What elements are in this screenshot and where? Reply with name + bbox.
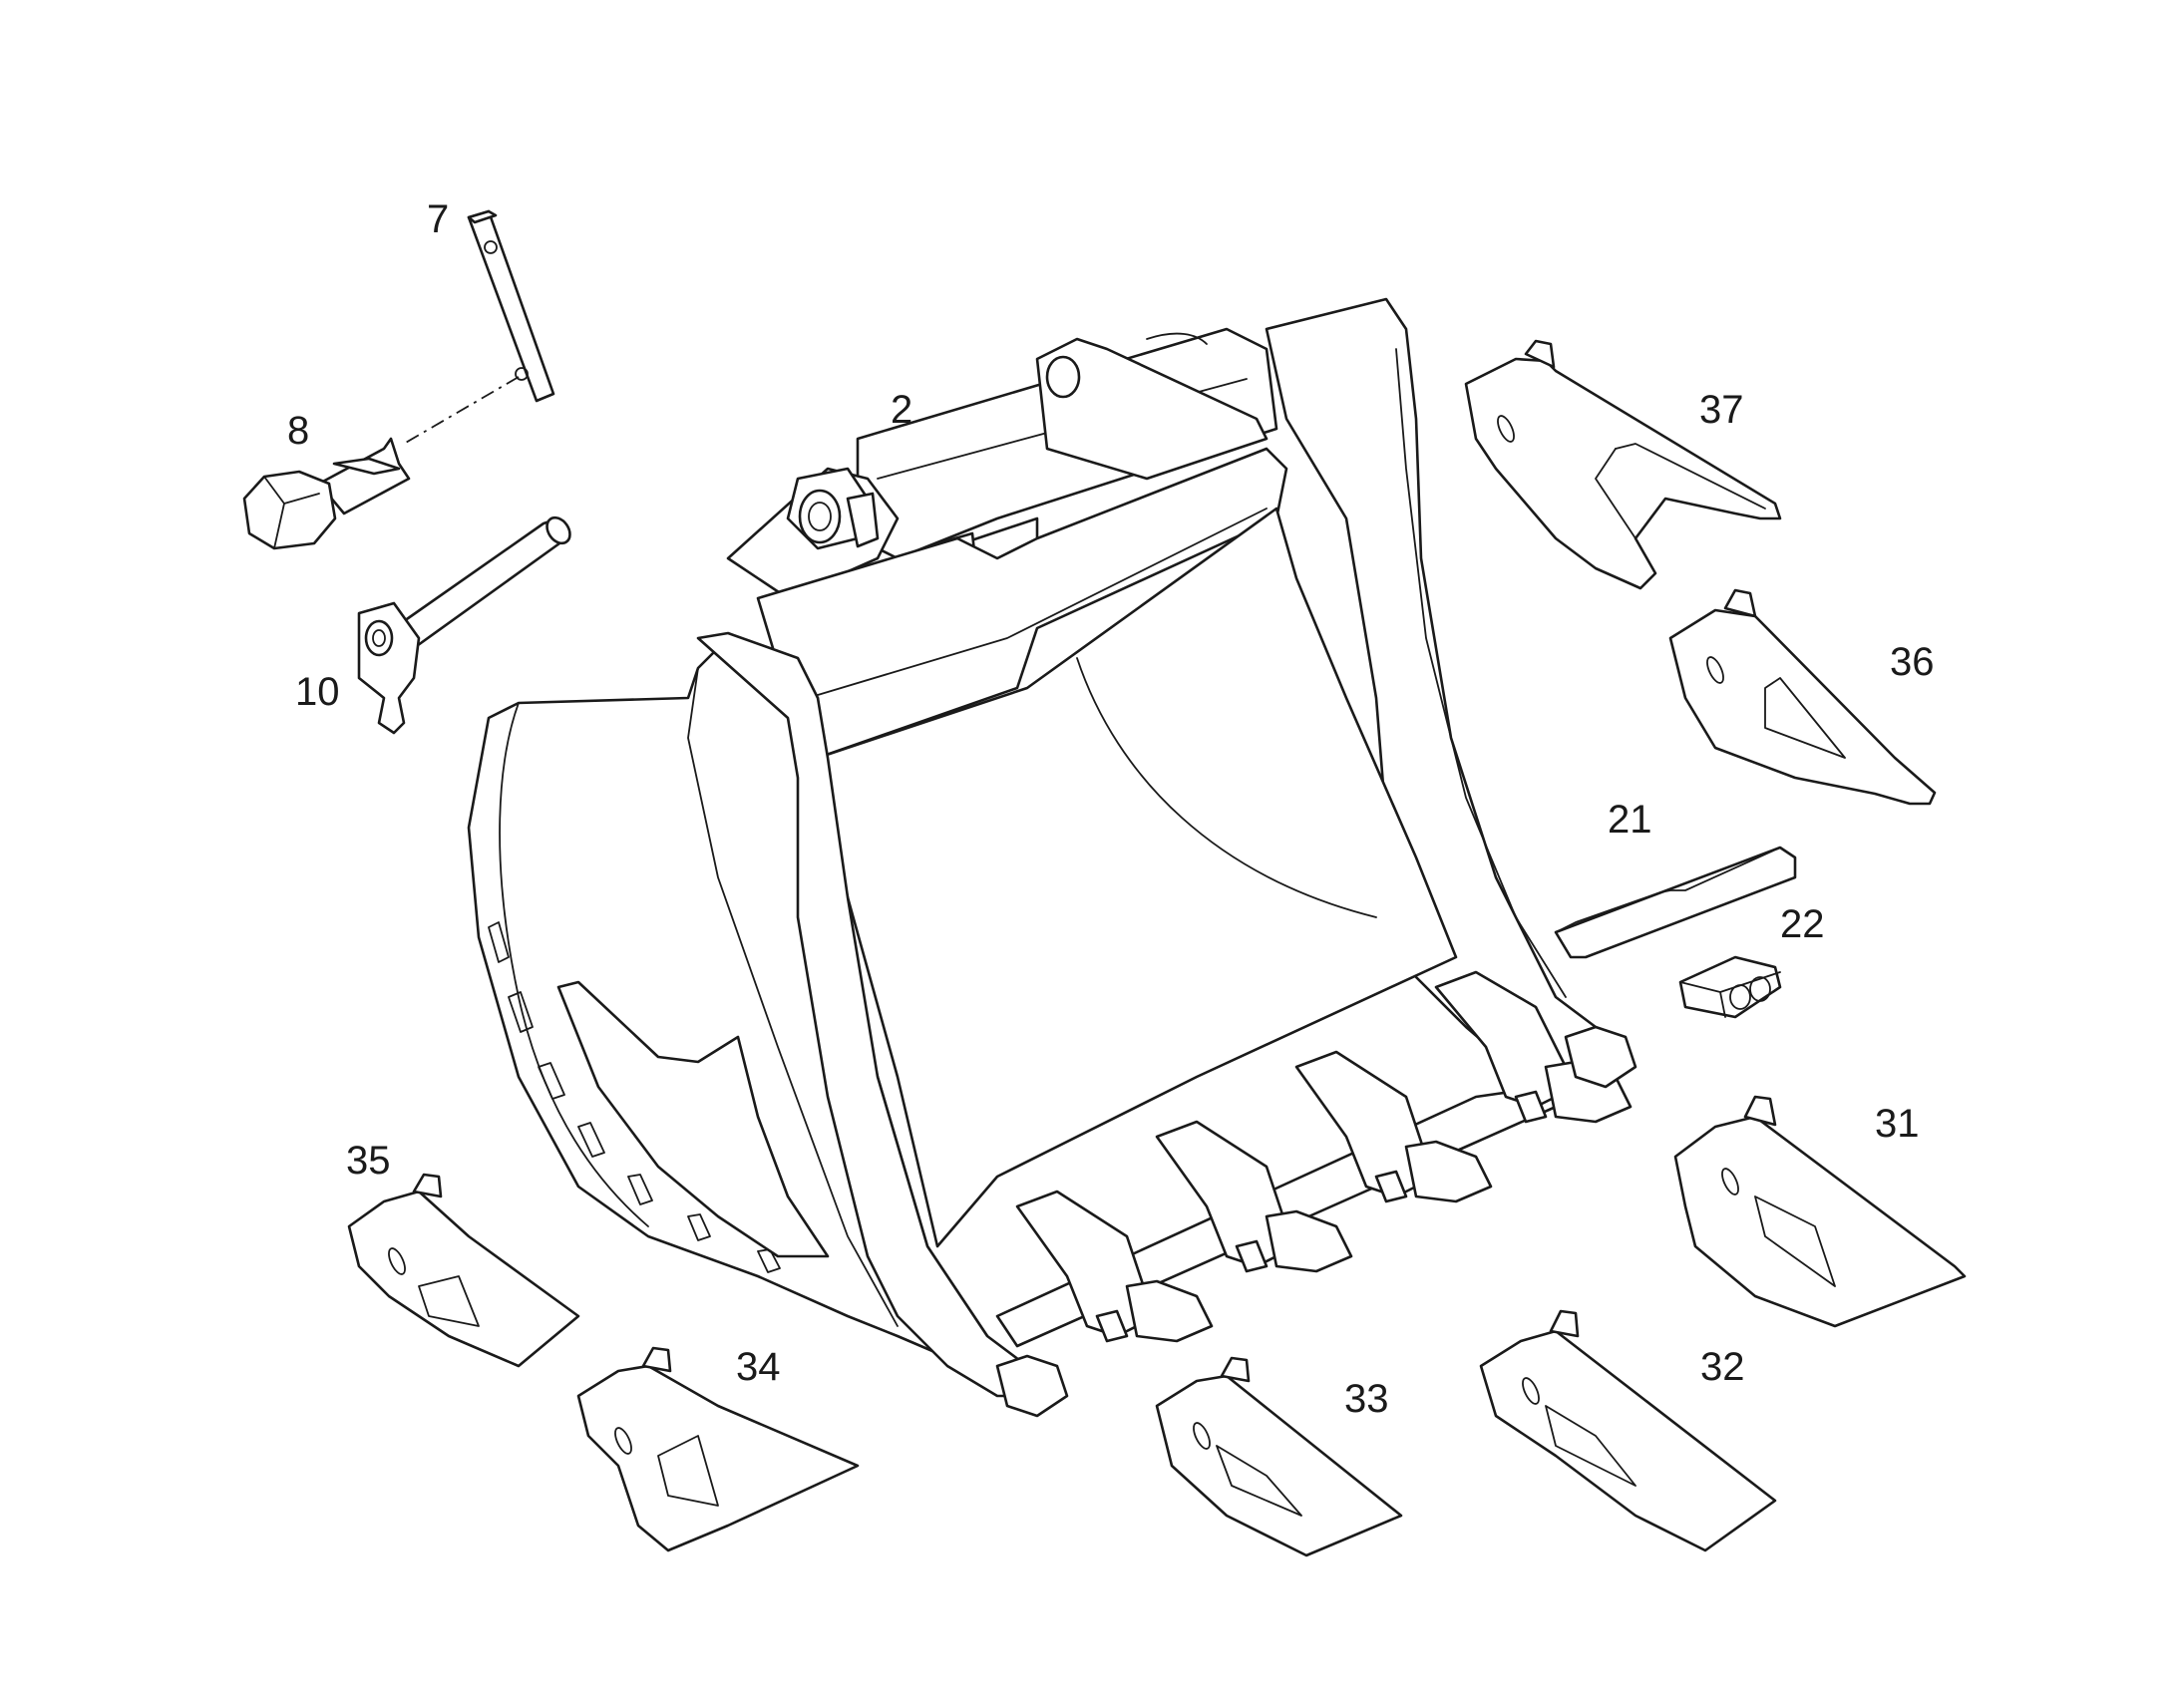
part-21-wear-bar [1554, 846, 1797, 959]
callout-2: 2 [891, 388, 912, 432]
part-8-bolt [242, 437, 411, 550]
part-37-tooth [1464, 339, 1782, 590]
bucket-right-corner-tip [1564, 1025, 1637, 1089]
part-33-tooth [1155, 1356, 1403, 1557]
callout-34: 34 [736, 1345, 781, 1389]
hinge-hole-left [798, 489, 842, 544]
bucket-assembly [467, 297, 1637, 1418]
bucket-interior-back [816, 507, 1458, 1248]
callout-22: 22 [1780, 902, 1825, 946]
callout-36: 36 [1890, 640, 1935, 684]
bucket-tooth-2 [1155, 1120, 1353, 1273]
hinge-hole-right [1045, 355, 1081, 399]
bucket-hinge-ear-right [1035, 337, 1269, 481]
callout-35: 35 [346, 1139, 391, 1183]
part-7-to-8-leader [403, 376, 520, 445]
part-7-retainer-plate [467, 209, 555, 403]
part-35-tooth [347, 1173, 580, 1368]
callout-8: 8 [287, 409, 309, 453]
part-34-tooth [576, 1346, 860, 1552]
part-10-pin [357, 515, 571, 735]
bucket-side-gusset [556, 980, 830, 1258]
part-31-tooth [1673, 1095, 1967, 1328]
part-36-tooth [1668, 588, 1937, 806]
callout-31: 31 [1875, 1102, 1920, 1146]
callout-32: 32 [1700, 1345, 1745, 1389]
part-32-tooth [1479, 1309, 1777, 1552]
callout-37: 37 [1699, 388, 1744, 432]
callout-33: 33 [1344, 1377, 1389, 1421]
callout-10: 10 [295, 670, 340, 714]
callout-7: 7 [427, 197, 449, 241]
bucket-left-corner-tip [995, 1354, 1069, 1418]
callout-21: 21 [1608, 798, 1652, 842]
bucket-tooth-1 [1015, 1190, 1214, 1343]
bucket-tooth-3 [1294, 1050, 1493, 1203]
part-22-clip [1678, 955, 1782, 1019]
